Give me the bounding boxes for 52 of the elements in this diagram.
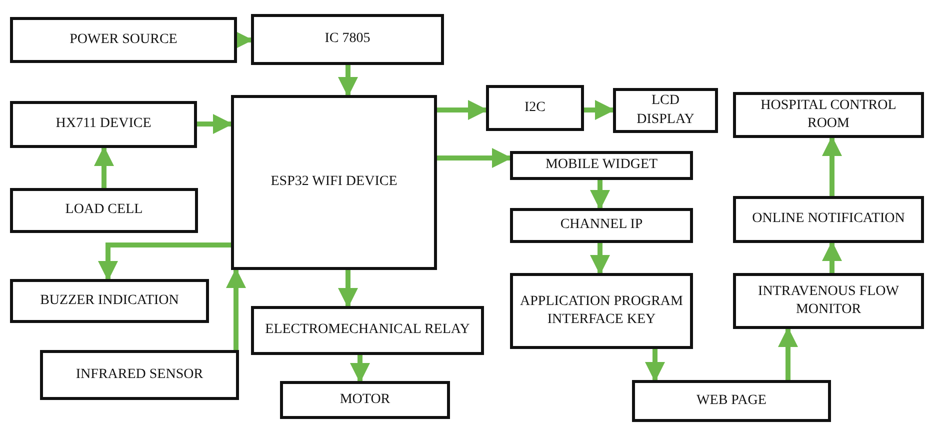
block-box	[632, 380, 831, 422]
block-label: I2C	[524, 98, 546, 117]
arrow	[437, 100, 488, 120]
block-label: POWER SOURCE	[70, 30, 178, 49]
block-box	[510, 273, 693, 349]
arrow	[584, 100, 615, 120]
block-box	[510, 151, 693, 180]
block-box	[10, 17, 237, 63]
block-box	[613, 88, 718, 133]
block-box	[510, 208, 693, 243]
block-label: LOAD CELL	[65, 201, 143, 220]
block-label: CHANNEL IP	[560, 216, 643, 234]
block-label: INFRARED SENSOR	[76, 366, 204, 384]
block-label: HOSPITAL CONTROL ROOM	[760, 96, 898, 133]
block-box	[733, 273, 924, 329]
block-box	[280, 381, 450, 419]
arrow	[197, 114, 233, 134]
arrow	[822, 241, 842, 273]
block-label: WEB PAGE	[696, 392, 766, 410]
block-label: BUZZER INDICATION	[40, 292, 179, 310]
block-label: HX711 DEVICE	[56, 115, 152, 134]
block-label: ONLINE NOTIFICATION	[752, 210, 905, 228]
block-label: LCD DISPLAY	[636, 92, 696, 128]
arrow	[350, 355, 370, 383]
block-box	[10, 188, 198, 233]
block-label: ESP32 WIFI DEVICE	[270, 173, 398, 192]
arrow	[338, 65, 358, 97]
block-box	[251, 14, 444, 65]
block-box	[40, 350, 239, 400]
block-box	[10, 101, 197, 148]
block-label: MOTOR	[340, 390, 390, 409]
block-label: IC 7805	[324, 30, 370, 48]
arrow	[98, 242, 231, 281]
arrow	[94, 146, 114, 188]
block-box	[733, 196, 924, 243]
arrow	[590, 243, 610, 275]
block-box	[231, 95, 437, 270]
arrow	[778, 327, 798, 380]
block-label: MOBILE WIDGET	[545, 156, 658, 174]
arrow	[590, 180, 610, 210]
block-box	[733, 92, 924, 138]
arrow	[437, 148, 512, 168]
block-box	[486, 85, 584, 131]
block-label: INTRAVENOUS FLOW MONITOR	[757, 282, 900, 319]
block-box	[251, 306, 484, 355]
arrow	[338, 270, 358, 308]
block-label: ELECTROMECHANICAL RELAY	[265, 321, 470, 340]
arrow	[645, 349, 665, 382]
block-label: APPLICATION PROGRAM INTERFACE KEY	[519, 292, 684, 329]
arrow	[822, 136, 842, 196]
block-box	[10, 279, 209, 323]
arrow	[226, 268, 246, 350]
